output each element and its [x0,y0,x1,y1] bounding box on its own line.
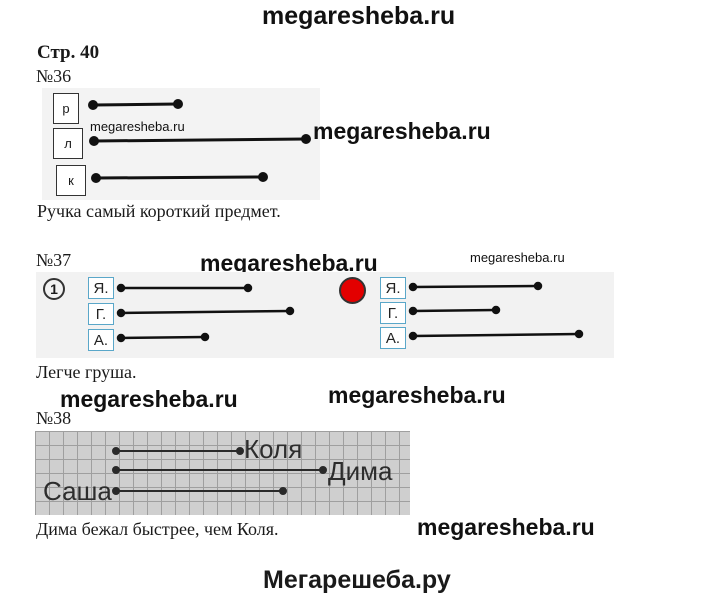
name-kolya: Коля [244,434,303,464]
circle-number: 1 [50,281,58,297]
watermark-2: megaresheba.ru [200,250,378,276]
task-37-left-label-a: А. [88,329,114,351]
task-37-number: №37 [36,250,72,270]
segment-l [93,137,307,143]
task-37-answer: Легче груша. [36,362,137,382]
task-38-answer: Дима бежал быстрее, чем Коля. [36,519,279,539]
page-title: Стр. 40 [37,42,100,63]
task-36-answer: Ручка самый короткий предмет. [37,201,281,221]
watermark-small-1: megaresheba.ru [90,119,185,134]
circle-one-icon: 1 [43,278,65,300]
watermark-small-2: megaresheba.ru [470,250,565,265]
task-37-left-label-g: Г. [88,303,114,325]
task-36-number: №36 [36,66,72,86]
task-36-label-l: л [53,128,83,159]
task-38-grid [35,431,410,515]
site-footer: Мегарешеба.ру [263,566,451,594]
task-37-right-label-ya: Я. [380,277,406,299]
watermark-1: megaresheba.ru [313,118,491,144]
task-37-right-label-a: А. [380,327,406,349]
task-36-label-r: р [53,93,79,124]
name-sasha: Саша [43,476,112,506]
task-36-label-k: к [56,165,86,196]
red-marker-icon [339,277,366,304]
task-37-left-illustration [36,272,338,358]
name-dima: Дима [328,456,393,486]
watermark-3: megaresheba.ru [60,386,238,412]
watermark-5: megaresheba.ru [417,514,595,540]
site-header: megaresheba.ru [262,2,456,30]
segment-r [92,102,179,107]
task-37-right-label-g: Г. [380,302,406,324]
task-38-number: №38 [36,408,72,428]
watermark-4: megaresheba.ru [328,382,506,408]
segment-k [95,175,264,180]
task-37-left-label-ya: Я. [88,277,114,299]
